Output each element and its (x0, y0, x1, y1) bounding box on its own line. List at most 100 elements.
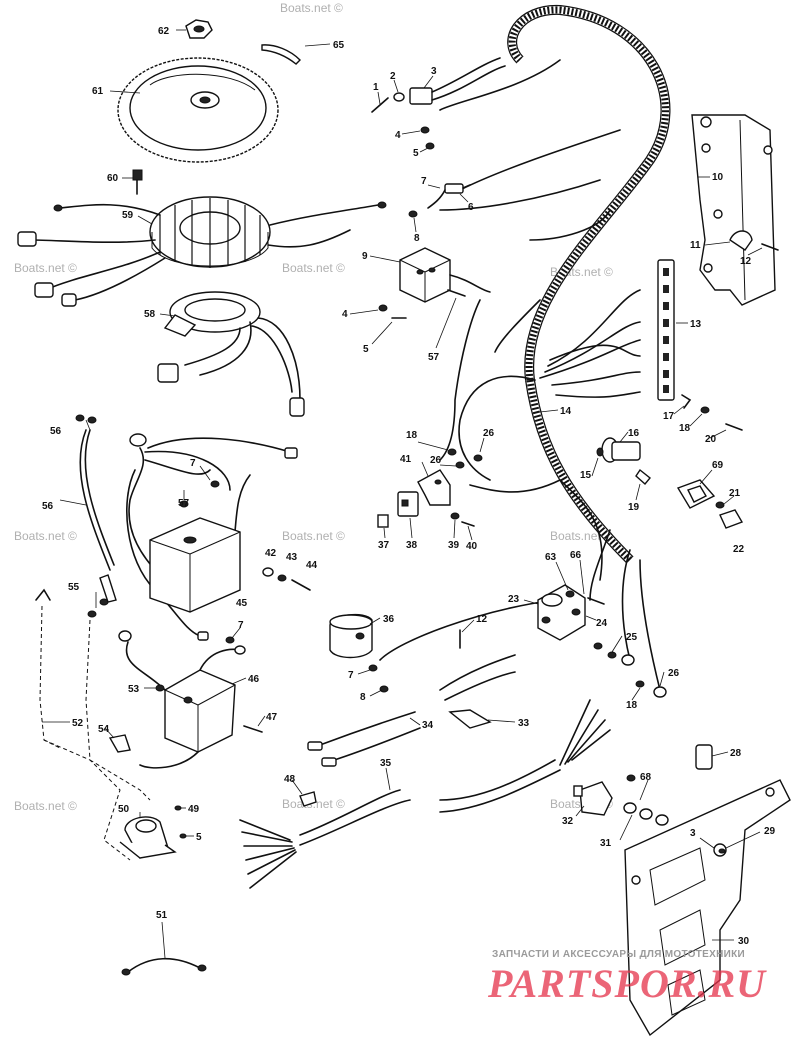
watermark-6: Boats.net © (282, 529, 345, 543)
flywheel (117, 57, 279, 163)
solenoid-bracket-41 (417, 469, 451, 506)
callout-7-low: 7 (238, 620, 244, 631)
brand-tagline: ЗАПЧАСТИ И АКСЕССУАРЫ ДЛЯ МОТОТЕХНИКИ (492, 949, 745, 960)
lead-51 (121, 957, 207, 976)
lead-56 (75, 414, 117, 618)
screw-4-5 (378, 304, 407, 319)
bracket (691, 114, 776, 306)
callout-24: 24 (596, 618, 608, 629)
brand-logo: PARTSPOR.RU (488, 961, 767, 1006)
callout-56-top: 56 (50, 426, 62, 437)
terminal-6 (427, 183, 471, 209)
callout-52: 52 (72, 718, 84, 729)
callout-22: 22 (733, 544, 745, 555)
flywheel-key (261, 44, 301, 65)
callout-35: 35 (380, 758, 392, 769)
callout-25: 25 (626, 632, 638, 643)
callout-34: 34 (422, 720, 434, 731)
key-switch (596, 437, 651, 486)
power-pack (149, 517, 241, 613)
switch-3 (409, 57, 506, 105)
fasteners-39-40 (450, 512, 475, 527)
callout-19: 19 (628, 502, 640, 513)
callout-43: 43 (286, 552, 298, 563)
clip-48 (299, 791, 317, 807)
terminals-18-26 (447, 448, 483, 469)
callout-10: 10 (712, 172, 724, 183)
nuts-4-5 (420, 126, 435, 150)
callout-59: 59 (122, 210, 134, 221)
callout-12-top: 12 (740, 256, 752, 267)
callout-3: 3 (431, 66, 437, 77)
screw-1 (371, 97, 389, 113)
callout-47: 47 (266, 712, 278, 723)
hose-54 (108, 734, 131, 753)
callout-40: 40 (466, 541, 478, 552)
callout-7-left: 7 (190, 458, 196, 469)
callout-66: 66 (570, 550, 582, 561)
starter-solenoid (537, 584, 605, 641)
callout-9: 9 (362, 251, 368, 262)
callout-26-right: 26 (668, 668, 680, 679)
ground-strap-52 (39, 605, 151, 861)
watermark-3: Boats.net © (282, 261, 345, 275)
lead-34 (307, 711, 421, 767)
callout-63: 63 (545, 552, 557, 563)
screw-29 (718, 848, 726, 854)
callout-1: 1 (373, 82, 379, 93)
washer-18 (700, 406, 710, 414)
callout-36: 36 (383, 614, 395, 625)
callout-45: 45 (236, 598, 248, 609)
callout-2: 2 (390, 71, 396, 82)
callout-31: 31 (600, 838, 612, 849)
callout-61: 61 (92, 86, 104, 97)
terminal-33 (448, 709, 492, 729)
callout-44: 44 (306, 560, 318, 571)
callout-18-right: 18 (679, 423, 691, 434)
callout-labels: 62 65 61 60 59 58 1 2 3 4 5 7 6 8 9 4 5 … (42, 26, 776, 947)
callout-16: 16 (628, 428, 640, 439)
watermark-7: Boats.net © (550, 529, 613, 543)
harness-end (439, 699, 611, 813)
callout-46: 46 (248, 674, 260, 685)
main-wiring-harness (379, 4, 671, 691)
callout-23: 23 (508, 594, 520, 605)
washer-2 (393, 92, 405, 102)
callout-38: 38 (406, 540, 418, 551)
insulator-37 (377, 514, 389, 528)
callout-54: 54 (98, 724, 110, 735)
callout-57-top: 57 (428, 352, 440, 363)
choke-solenoid (329, 613, 389, 693)
callout-69: 69 (712, 460, 724, 471)
fasteners-42-44 (262, 567, 311, 591)
callout-12-mid: 12 (476, 614, 488, 625)
callout-39: 39 (448, 540, 460, 551)
callout-48: 48 (284, 774, 296, 785)
callout-18-low: 18 (626, 700, 638, 711)
callout-26-left: 26 (430, 455, 442, 466)
watermark-9: Boats.net © (282, 797, 345, 811)
watermark-1: Boats.net © (280, 1, 343, 15)
clip-55 (35, 588, 51, 601)
callout-3-low: 3 (690, 828, 696, 839)
callout-8-mid: 8 (360, 692, 366, 703)
terminal-strip (657, 259, 675, 401)
callout-57-left: 57 (178, 498, 190, 509)
callout-5-low: 5 (196, 832, 202, 843)
callout-50: 50 (118, 804, 130, 815)
callout-41: 41 (400, 454, 412, 465)
harness-35 (239, 789, 411, 889)
nut-8 (408, 210, 418, 218)
nuts-24-26 (593, 642, 667, 698)
callout-62: 62 (158, 26, 170, 37)
callout-5-mid: 5 (363, 344, 369, 355)
callout-32: 32 (562, 816, 574, 827)
screw-12 (761, 243, 779, 251)
stator-screw (132, 169, 143, 195)
callout-7-top: 7 (421, 176, 427, 187)
timer-base (157, 291, 305, 417)
washers-68 (623, 802, 669, 826)
callout-15: 15 (580, 470, 592, 481)
callout-42: 42 (265, 548, 277, 559)
